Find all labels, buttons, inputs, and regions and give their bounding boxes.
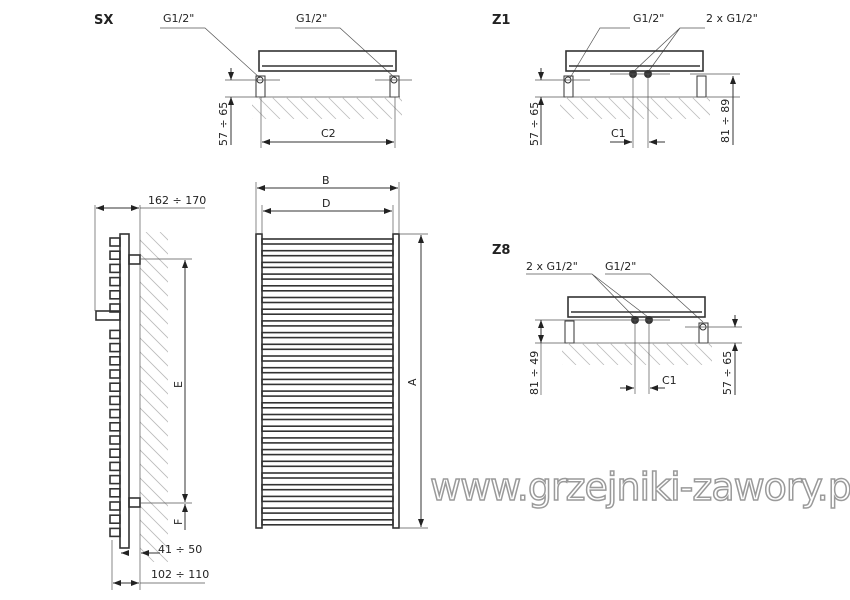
radiator-bar — [261, 366, 394, 374]
radiator-fin — [109, 263, 121, 274]
front-dim-a: A — [406, 378, 419, 386]
side-dim-bottom-inner: 41 ÷ 50 — [158, 543, 202, 556]
z8-label-left: 2 x G1/2" — [526, 260, 578, 273]
radiator-bar — [261, 425, 394, 433]
watermark: www.grzejniki-zawory.pl — [429, 464, 850, 510]
sx-view: SX G1/2" G1/2" 57 ÷ 65 C2 — [94, 12, 412, 148]
radiator-bar — [261, 249, 394, 257]
z8-dim-left: 81 ÷ 49 — [528, 351, 541, 395]
radiator-bar — [261, 284, 394, 292]
radiator-bar — [261, 331, 394, 339]
wall-hatching — [140, 232, 168, 562]
sx-dim-height: 57 ÷ 65 — [217, 102, 230, 146]
side-dim-bottom: 102 ÷ 110 — [151, 568, 209, 581]
radiator-fin — [109, 461, 121, 472]
radiator-bar — [261, 343, 394, 351]
z8-dim-width: C1 — [662, 374, 677, 387]
z1-view: Z1 G1/2" 2 x G1/2" 57 ÷ 65 81 ÷ 89 C1 — [492, 12, 758, 148]
z1-dim-width: C1 — [611, 127, 626, 140]
radiator-bar — [261, 296, 394, 304]
radiator-bar — [261, 273, 394, 280]
radiator-fin — [109, 342, 121, 353]
radiator-bar — [261, 483, 394, 491]
z1-label-left: G1/2" — [633, 12, 664, 25]
wall-hatching — [252, 97, 402, 119]
radiator-fin — [109, 527, 121, 538]
radiator-bar — [261, 308, 394, 316]
radiator-bar — [261, 518, 394, 526]
sx-label-right: G1/2" — [296, 12, 327, 25]
side-dim-top: 162 ÷ 170 — [148, 194, 206, 207]
z1-dim-right: 81 ÷ 89 — [719, 99, 732, 143]
radiator-fin — [109, 382, 121, 393]
z8-title: Z8 — [492, 243, 510, 258]
radiator-fin — [109, 514, 121, 525]
radiator-bar — [261, 378, 394, 386]
front-dim-d: D — [322, 197, 330, 210]
radiator-fin — [109, 355, 121, 366]
sx-label-left: G1/2" — [163, 12, 194, 25]
radiator-bar — [261, 472, 394, 479]
radiator-fin — [109, 237, 121, 247]
sx-title: SX — [94, 13, 113, 28]
radiator-bar — [261, 448, 394, 456]
radiator-fin — [109, 448, 121, 459]
radiator-fin — [109, 303, 121, 313]
radiator-bar — [261, 390, 394, 397]
wall-hatching — [560, 97, 710, 119]
z1-title: Z1 — [492, 13, 510, 28]
sx-dim-width: C2 — [321, 127, 336, 140]
radiator-fin — [109, 487, 121, 498]
radiator-fin — [109, 276, 121, 287]
radiator-fin — [109, 329, 121, 340]
wall-hatching — [562, 343, 712, 365]
radiator-fin — [109, 435, 121, 445]
radiator-bar — [261, 507, 394, 514]
z1-label-right: 2 x G1/2" — [706, 12, 758, 25]
front-view: B D A — [255, 174, 428, 529]
radiator-fin — [109, 250, 121, 260]
side-dim-f: F — [172, 519, 185, 525]
side-dim-e: E — [172, 381, 185, 388]
radiator-fin — [109, 474, 121, 485]
front-dim-b: B — [322, 174, 330, 187]
radiator-bar — [261, 238, 394, 245]
radiator-bar — [261, 320, 394, 327]
side-view: 162 ÷ 170 E F 41 ÷ 50 102 ÷ 110 — [94, 194, 209, 590]
radiator-fin — [109, 289, 121, 300]
radiator-fin — [109, 408, 121, 419]
radiator-bar — [261, 401, 394, 409]
radiator-bar — [261, 437, 394, 444]
z8-view: Z8 2 x G1/2" G1/2" 81 ÷ 49 57 ÷ 65 C1 — [492, 243, 742, 395]
radiator-fin — [109, 369, 121, 379]
radiator-fin — [109, 395, 121, 406]
radiator-fin — [109, 501, 121, 511]
radiator-bar — [261, 413, 394, 421]
radiator-bar — [261, 460, 394, 468]
z8-dim-right: 57 ÷ 65 — [721, 351, 734, 395]
radiator-bar — [261, 495, 394, 503]
radiator-fin — [109, 421, 121, 432]
z8-label-right: G1/2" — [605, 260, 636, 273]
z1-dim-left: 57 ÷ 65 — [528, 102, 541, 146]
radiator-bar — [261, 355, 394, 362]
radiator-bar — [261, 261, 394, 269]
